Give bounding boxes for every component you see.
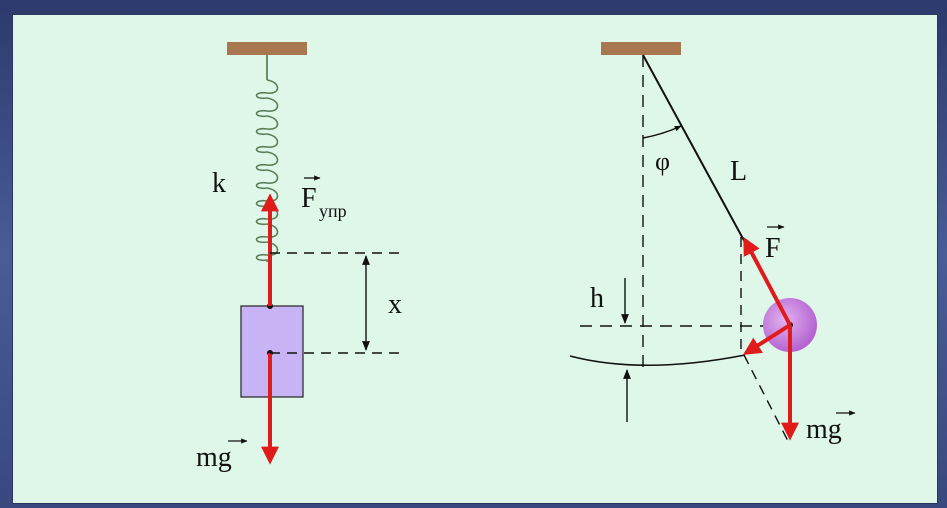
diagram-panel — [12, 14, 938, 504]
elastic-force-label: F упр — [301, 175, 347, 221]
spring-coil — [255, 79, 279, 262]
spring-gravity-label: mg — [196, 438, 248, 473]
length-label: L — [730, 156, 747, 187]
pendulum-support — [601, 42, 681, 55]
spring-support — [227, 42, 307, 55]
elastic-force-subscript: упр — [319, 201, 347, 221]
spring-gravity-text: mg — [196, 442, 232, 473]
height-label: h — [590, 283, 604, 314]
extension-label: x — [388, 289, 402, 320]
angle-arc — [642, 125, 682, 139]
spring-system: k x F упр mg — [196, 42, 402, 473]
stiffness-label: k — [212, 168, 226, 199]
tension-force-text: F — [765, 233, 781, 264]
pendulum-system: φ L h F mg — [569, 42, 856, 446]
tension-force-label: F — [765, 224, 785, 264]
restoring-force-arrow — [742, 323, 792, 355]
angle-label: φ — [655, 147, 670, 176]
resultant-dashed-line — [743, 354, 791, 446]
trajectory-arc — [569, 354, 746, 367]
tension-force-arrow — [743, 236, 792, 326]
elastic-force-letter: F — [301, 183, 317, 214]
pendulum-gravity-text: mg — [806, 414, 842, 445]
pendulum-gravity-label: mg — [806, 410, 856, 445]
